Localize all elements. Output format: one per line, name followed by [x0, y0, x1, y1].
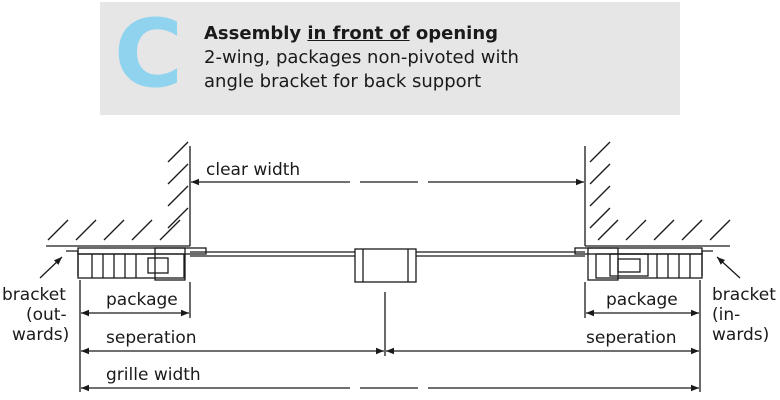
- title-before: Assembly: [204, 23, 308, 44]
- left-package: [66, 247, 207, 281]
- header-subtitle-line1: 2-wing, packages non-pivoted with: [204, 47, 519, 68]
- package-right-label: package: [606, 290, 678, 310]
- bracket-right-label-2: (in-: [712, 305, 740, 325]
- bracket-right-leader: [716, 256, 741, 279]
- variant-letter: C: [114, 0, 183, 109]
- grille-width-label: grille width: [106, 365, 201, 385]
- header-title: Assembly in front of opening: [204, 22, 519, 46]
- seperation-left-label: seperation: [106, 328, 197, 348]
- grille-rail: [190, 248, 585, 283]
- bracket-left-leader: [39, 256, 63, 279]
- clear-width-label: clear width: [206, 160, 300, 180]
- bracket-left-label-1: bracket: [2, 285, 66, 305]
- bracket-right-label-3: wards): [712, 325, 769, 345]
- package-left-label: package: [106, 290, 178, 310]
- right-package: [574, 247, 713, 281]
- bracket-right-label-1: bracket: [712, 285, 776, 305]
- header-text: Assembly in front of opening 2-wing, pac…: [204, 22, 519, 94]
- header-panel: C Assembly in front of opening 2-wing, p…: [100, 0, 680, 115]
- left-wall: [46, 141, 191, 247]
- title-after: opening: [409, 23, 499, 44]
- extension-lines: [79, 280, 701, 392]
- seperation-right-label: seperation: [586, 328, 677, 348]
- bracket-left-label-3: wards): [12, 325, 69, 345]
- title-underlined: in front of: [307, 23, 410, 44]
- right-wall: [584, 141, 731, 247]
- header-subtitle-line2: angle bracket for back support: [204, 71, 482, 92]
- bracket-left-label-2: (out-: [26, 305, 67, 325]
